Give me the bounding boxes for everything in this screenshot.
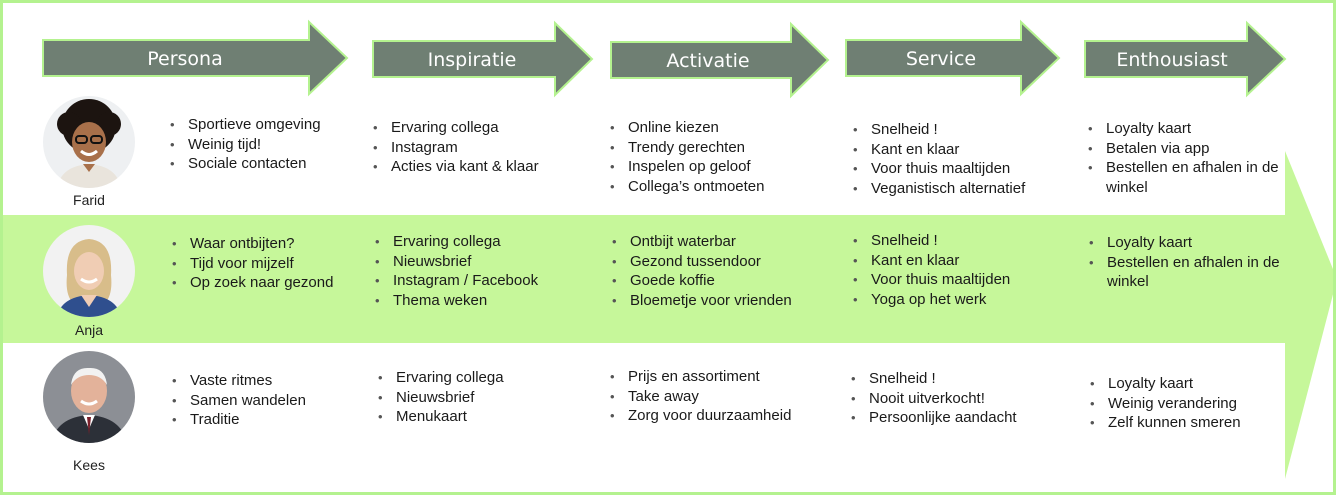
list-item: Loyalty kaart	[1086, 119, 1286, 139]
list-item: Bestellen en afhalen in de winkel	[1086, 158, 1286, 197]
list-item: Zelf kunnen smeren	[1088, 413, 1288, 433]
kees-enthousiast-list: Loyalty kaart Weinig verandering Zelf ku…	[1088, 374, 1288, 433]
list-item: Nooit uitverkocht!	[849, 389, 1069, 409]
list-item: Zorg voor duurzaamheid	[608, 406, 828, 426]
stage-label-inspiratie: Inspiratie	[427, 49, 517, 71]
anja-activatie-list: Ontbijt waterbar Gezond tussendoor Goede…	[610, 232, 830, 310]
list-item: Ervaring collega	[371, 118, 591, 138]
persona-name-kees: Kees	[73, 457, 105, 473]
list-item: Menukaart	[376, 407, 596, 427]
list-item: Ervaring collega	[376, 368, 596, 388]
list-item: Veganistisch alternatief	[851, 179, 1071, 199]
list-item: Collega’s ontmoeten	[608, 177, 828, 197]
stage-label-activatie: Activatie	[666, 50, 750, 72]
anja-service-list: Snelheid ! Kant en klaar Voor thuis maal…	[851, 231, 1071, 309]
avatar-kees	[43, 351, 135, 443]
avatar-anja	[43, 225, 135, 317]
anja-inspiratie-list: Ervaring collega Nieuwsbrief Instagram /…	[373, 232, 593, 310]
list-item: Vaste ritmes	[170, 371, 360, 391]
farid-enthousiast-list: Loyalty kaart Betalen via app Bestellen …	[1086, 119, 1286, 197]
kees-activatie-list: Prijs en assortiment Take away Zorg voor…	[608, 367, 828, 426]
list-item: Acties via kant & klaar	[371, 157, 591, 177]
list-item: Voor thuis maaltijden	[851, 159, 1071, 179]
list-item: Gezond tussendoor	[610, 252, 830, 272]
list-item: Betalen via app	[1086, 139, 1286, 159]
list-item: Bestellen en afhalen in de winkel	[1087, 253, 1299, 292]
anja-enthousiast-list: Loyalty kaart Bestellen en afhalen in de…	[1087, 233, 1299, 292]
stage-label-service: Service	[905, 48, 977, 70]
list-item: Kant en klaar	[851, 140, 1071, 160]
list-item: Loyalty kaart	[1088, 374, 1288, 394]
list-item: Snelheid !	[849, 369, 1069, 389]
list-item: Prijs en assortiment	[608, 367, 828, 387]
stage-arrow-enthousiast	[1084, 20, 1287, 98]
list-item: Nieuwsbrief	[373, 252, 593, 272]
list-item: Trendy gerechten	[608, 138, 828, 158]
farid-service-list: Snelheid ! Kant en klaar Voor thuis maal…	[851, 120, 1071, 198]
list-item: Op zoek naar gezond	[170, 273, 360, 293]
list-item: Persoonlijke aandacht	[849, 408, 1069, 428]
kees-persona-list: Vaste ritmes Samen wandelen Traditie	[170, 371, 360, 430]
list-item: Ervaring collega	[373, 232, 593, 252]
list-item: Snelheid !	[851, 231, 1071, 251]
list-item: Snelheid !	[851, 120, 1071, 140]
kees-inspiratie-list: Ervaring collega Nieuwsbrief Menukaart	[376, 368, 596, 427]
list-item: Weinig verandering	[1088, 394, 1288, 414]
list-item: Traditie	[170, 410, 360, 430]
stage-arrow-service	[845, 19, 1061, 97]
stage-arrow-persona	[42, 19, 349, 97]
stage-arrow-inspiratie	[372, 20, 594, 98]
kees-service-list: Snelheid ! Nooit uitverkocht! Persoonlij…	[849, 369, 1069, 428]
stage-label-enthousiast: Enthousiast	[1116, 49, 1228, 71]
list-item: Weinig tijd!	[168, 135, 358, 155]
anja-persona-list: Waar ontbijten? Tijd voor mijzelf Op zoe…	[170, 234, 360, 293]
farid-inspiratie-list: Ervaring collega Instagram Acties via ka…	[371, 118, 591, 177]
list-item: Inspelen op geloof	[608, 157, 828, 177]
persona-name-farid: Farid	[73, 192, 105, 208]
list-item: Voor thuis maaltijden	[851, 270, 1071, 290]
stage-label-persona: Persona	[147, 48, 223, 70]
list-item: Tijd voor mijzelf	[170, 254, 360, 274]
list-item: Nieuwsbrief	[376, 388, 596, 408]
list-item: Thema weken	[373, 291, 593, 311]
list-item: Bloemetje voor vrienden	[610, 291, 830, 311]
list-item: Loyalty kaart	[1087, 233, 1299, 253]
farid-persona-list: Sportieve omgeving Weinig tijd! Sociale …	[168, 115, 358, 174]
list-item: Online kiezen	[608, 118, 828, 138]
list-item: Instagram / Facebook	[373, 271, 593, 291]
list-item: Samen wandelen	[170, 391, 360, 411]
avatar-farid	[43, 96, 135, 188]
list-item: Kant en klaar	[851, 251, 1071, 271]
farid-activatie-list: Online kiezen Trendy gerechten Inspelen …	[608, 118, 828, 196]
stage-arrows	[42, 19, 1287, 99]
list-item: Take away	[608, 387, 828, 407]
list-item: Ontbijt waterbar	[610, 232, 830, 252]
list-item: Sociale contacten	[168, 154, 358, 174]
persona-name-anja: Anja	[74, 322, 104, 338]
stage-arrow-activatie	[610, 21, 830, 99]
list-item: Waar ontbijten?	[170, 234, 360, 254]
list-item: Yoga op het werk	[851, 290, 1071, 310]
list-item: Instagram	[371, 138, 591, 158]
list-item: Goede koffie	[610, 271, 830, 291]
list-item: Sportieve omgeving	[168, 115, 358, 135]
